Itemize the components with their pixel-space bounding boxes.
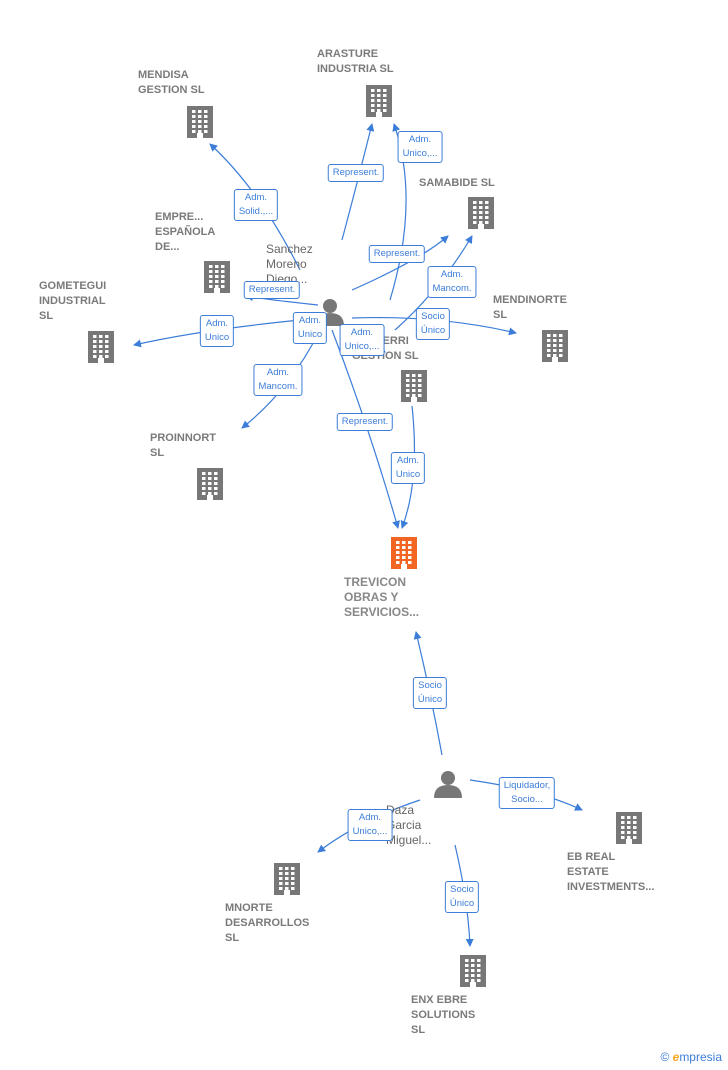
mendisa-building-icon — [187, 106, 213, 138]
node-label-mendisa[interactable]: MENDISA GESTION SL — [138, 69, 205, 96]
copyright-symbol: © — [660, 1050, 670, 1064]
edge-label-e8[interactable]: Adm. Unico — [292, 312, 328, 344]
mnorte-building-icon — [274, 863, 300, 895]
samabide-building-icon — [468, 197, 494, 229]
node-label-samabide[interactable]: SAMABIDE SL — [419, 176, 495, 189]
edge-label-e10[interactable]: Adm. Unico,... — [339, 324, 385, 356]
trevicon-building-icon — [391, 537, 417, 569]
edge-label-e9[interactable]: Socio Único — [415, 308, 451, 340]
enxebre-building-icon — [460, 955, 486, 987]
arasture-building-icon — [366, 85, 392, 117]
ebreal-building-icon — [616, 812, 642, 844]
edge-label-e6[interactable]: Represent. — [243, 281, 301, 299]
node-label-arasture[interactable]: ARASTURE INDUSTRIA SL — [317, 48, 394, 75]
edge-label-e15[interactable]: Liquidador, Socio... — [498, 777, 556, 809]
empresia-watermark: © empresia — [660, 1050, 722, 1064]
brand-initial: e — [672, 1050, 680, 1064]
edge-label-e12[interactable]: Represent. — [336, 413, 394, 431]
node-label-mendinorte[interactable]: MENDINORTE SL — [493, 294, 567, 321]
edge-label-e5[interactable]: Adm. Mancom. — [427, 266, 477, 298]
edge-label-e7[interactable]: Adm. Unico — [199, 315, 235, 347]
node-label-ebreal[interactable]: EB REAL ESTATE INVESTMENTS... — [567, 850, 655, 893]
edge-label-e17[interactable]: Socio Único — [444, 881, 480, 913]
edge-line-e1 — [341, 123, 375, 241]
edge-label-e16[interactable]: Adm. Unico,... — [347, 809, 393, 841]
edge-label-e4[interactable]: Represent. — [368, 245, 426, 263]
edge-label-e3[interactable]: Adm. Solid.,... — [233, 189, 279, 221]
mendinorte-building-icon — [542, 330, 568, 362]
edge-label-e11[interactable]: Adm. Mancom. — [253, 364, 303, 396]
node-label-mnorte[interactable]: MNORTE DESARROLLOS SL — [225, 901, 310, 944]
edge-label-e14[interactable]: Socio Único — [412, 677, 448, 709]
daza-person-icon — [434, 771, 462, 798]
node-label-proinnort[interactable]: PROINNORT SL — [150, 432, 216, 459]
edge-label-e13[interactable]: Adm. Unico — [390, 452, 426, 484]
node-label-gometegui[interactable]: GOMETEGUI INDUSTRIAL SL — [39, 279, 107, 322]
node-label-empresa[interactable]: EMPRE... ESPAÑOLA DE... — [155, 210, 216, 253]
edge-label-e2[interactable]: Adm. Unico,... — [397, 131, 443, 163]
proinnort-building-icon — [197, 468, 223, 500]
gometegui-building-icon — [88, 331, 114, 363]
edge-label-e1[interactable]: Represent. — [327, 164, 385, 182]
brand-rest: mpresia — [679, 1050, 722, 1064]
empresa-building-icon — [204, 261, 230, 293]
node-label-trevicon[interactable]: TREVICON OBRAS Y SERVICIOS... — [344, 574, 420, 619]
node-label-enxebre[interactable]: ENX EBRE SOLUTIONS SL — [411, 993, 476, 1036]
node-label-daza[interactable]: Daza Garcia Miguel... — [386, 802, 432, 847]
alaberri-building-icon — [401, 370, 427, 402]
